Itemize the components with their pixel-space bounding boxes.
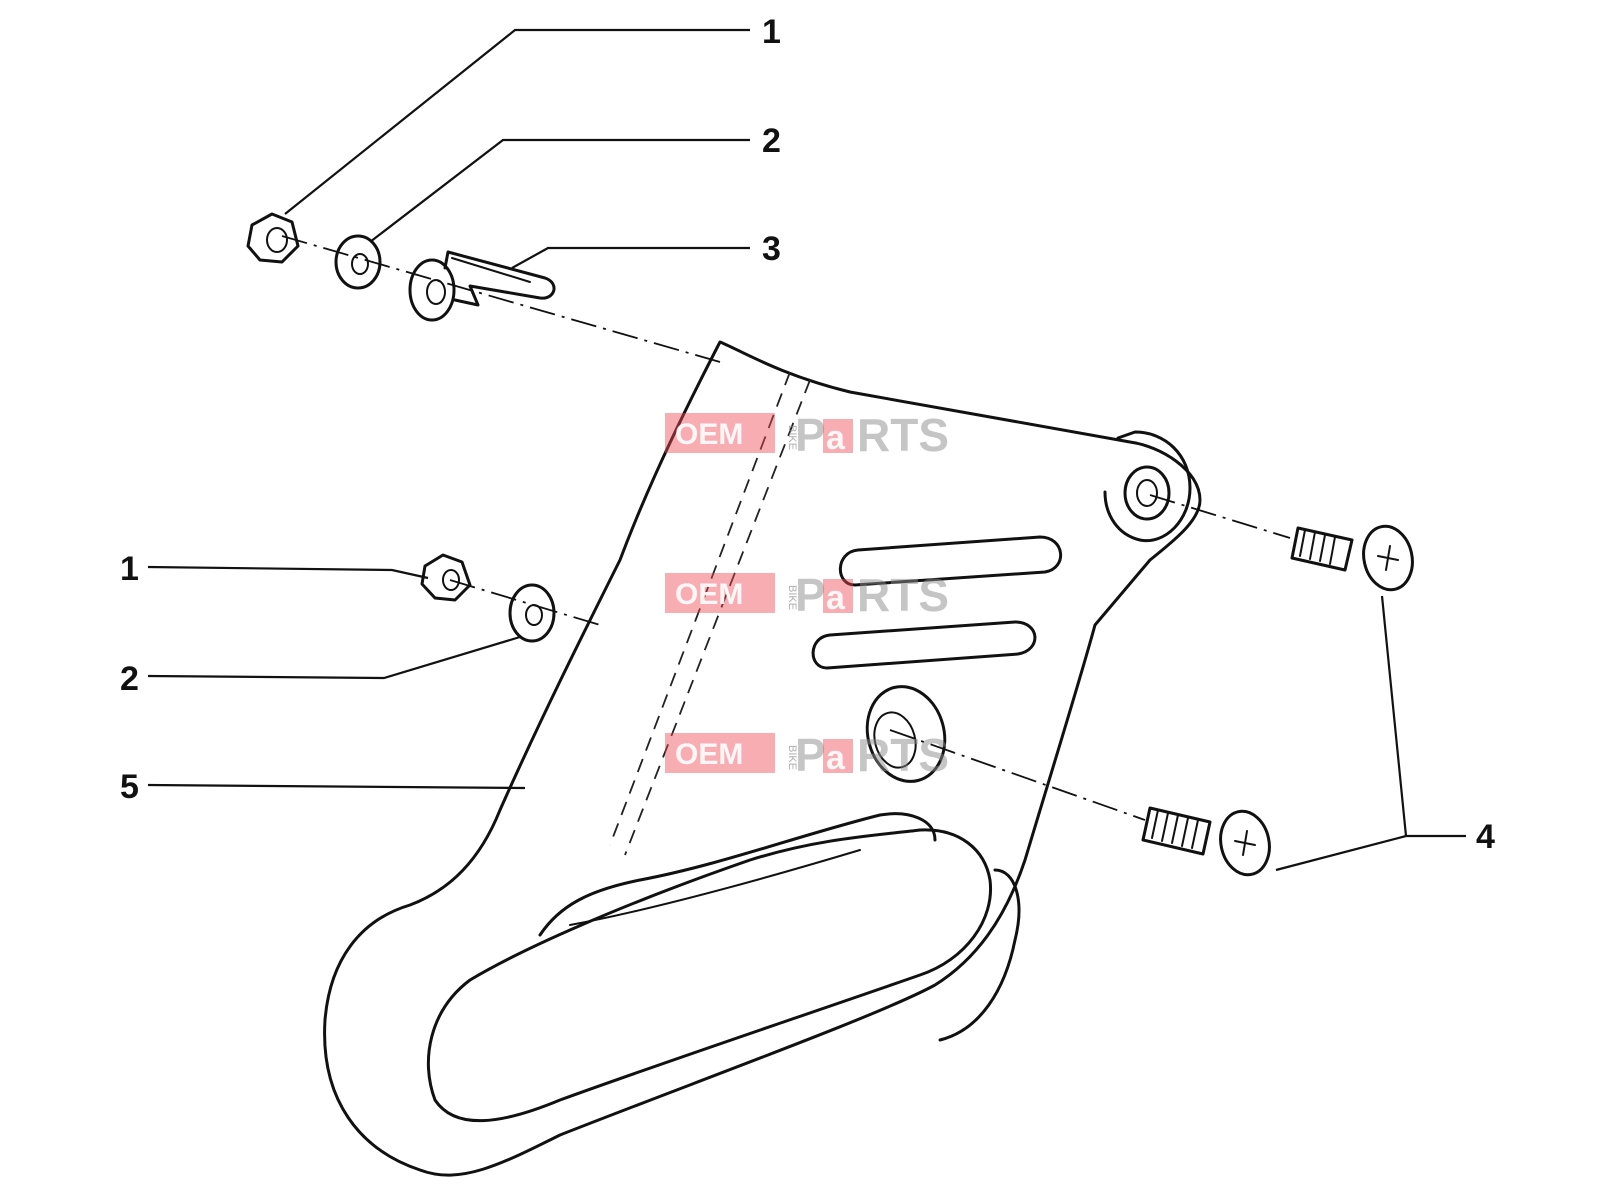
svg-text:OEM: OEM — [675, 418, 743, 451]
top-hardware — [246, 212, 721, 363]
screws — [889, 494, 1414, 877]
leader-3 — [511, 246, 750, 269]
svg-text:P: P — [795, 409, 826, 461]
leader-2-left — [147, 635, 521, 680]
svg-text:a: a — [826, 419, 846, 457]
svg-text:BIKE: BIKE — [786, 585, 798, 610]
callout-1-left: 1 — [120, 550, 139, 588]
screw-lower — [1141, 806, 1271, 877]
callout-5: 5 — [120, 768, 139, 806]
watermark-3: OEM BIKE P a RTS — [665, 729, 949, 781]
svg-text:RTS: RTS — [857, 729, 949, 781]
watermark-1: OEM BIKE P a RTS — [665, 409, 949, 461]
svg-text:P: P — [795, 569, 826, 621]
svg-text:RTS: RTS — [857, 409, 949, 461]
svg-text:OEM: OEM — [675, 738, 743, 771]
leader-4 — [1275, 595, 1466, 872]
leader-lines — [147, 28, 1466, 872]
spring-clip — [408, 250, 556, 322]
left-hardware — [420, 553, 601, 643]
leader-1-top — [284, 28, 750, 215]
nut-left — [420, 553, 472, 602]
leader-5 — [147, 783, 526, 790]
leader-1-left — [147, 565, 429, 580]
svg-text:a: a — [826, 739, 846, 777]
svg-text:P: P — [795, 729, 826, 781]
svg-text:OEM: OEM — [675, 578, 743, 611]
callout-2-left: 2 — [120, 660, 139, 698]
washer-left — [508, 583, 556, 643]
leader-2-top — [369, 138, 750, 243]
cover-guard — [323, 340, 1202, 1177]
callout-2-top: 2 — [762, 122, 781, 160]
washer-top — [334, 234, 382, 290]
svg-text:a: a — [826, 579, 846, 617]
callout-labels: 1 2 3 1 2 5 4 — [120, 13, 1495, 856]
svg-text:BIKE: BIKE — [786, 425, 798, 450]
screw-upper — [1290, 524, 1414, 592]
svg-text:RTS: RTS — [857, 569, 949, 621]
svg-text:BIKE: BIKE — [786, 745, 798, 770]
callout-4: 4 — [1476, 818, 1495, 856]
callout-3: 3 — [762, 230, 781, 268]
nut-top — [246, 212, 300, 264]
callout-1-top: 1 — [762, 13, 781, 51]
watermark-2: OEM BIKE P a RTS — [665, 569, 949, 621]
